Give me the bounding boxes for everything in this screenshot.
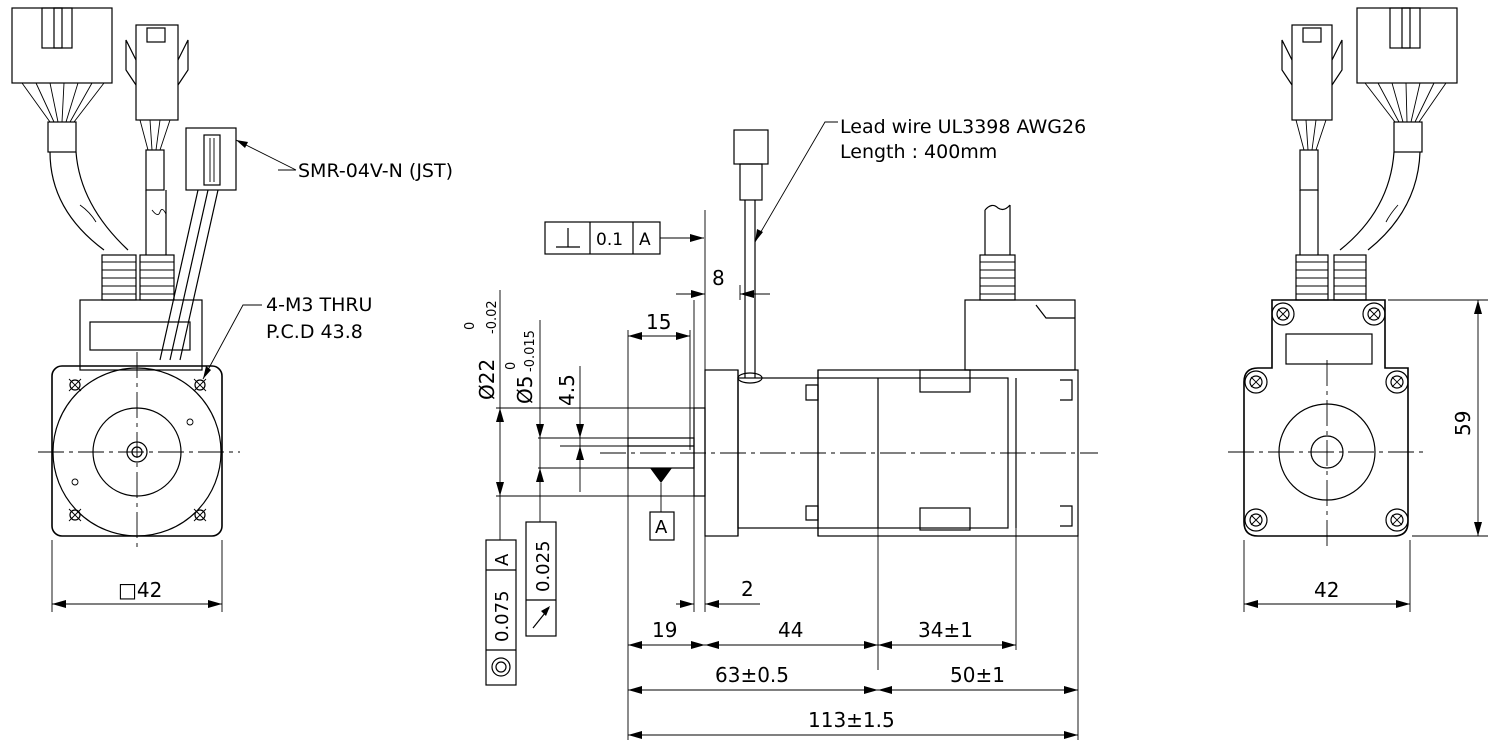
runout-value: 0.025 xyxy=(533,540,554,592)
perp-datum: A xyxy=(639,230,651,250)
mounting-holes xyxy=(68,378,207,522)
rear-height-dim: 59 xyxy=(1451,411,1475,436)
front-view: SMR-04V-N (JST) xyxy=(11,7,453,612)
shaft-small-dim: Ø5 xyxy=(513,376,537,404)
holes-note-line2: P.C.D 43.8 xyxy=(266,321,363,343)
side-view: Lead wire UL3398 AWG26 Length : 400mm 0.… xyxy=(463,116,1098,740)
flange-thickness-dim: 2 xyxy=(741,577,754,601)
runout-arrow-icon xyxy=(532,606,550,629)
shaft-length-dim: 19 xyxy=(652,618,677,642)
jst-connector: SMR-04V-N (JST) xyxy=(159,127,453,361)
flat-length-dim: 15 xyxy=(646,310,671,334)
rear-width-dim: 42 xyxy=(1314,578,1339,602)
rear-view: 42 59 xyxy=(1228,7,1488,612)
front-square-dim: □42 xyxy=(118,578,162,602)
perpendicularity-symbol-icon xyxy=(556,228,580,248)
motor-length-dim: 63±0.5 xyxy=(715,663,789,687)
rear-screws xyxy=(1244,302,1409,532)
lead-wire-note-1: Lead wire UL3398 AWG26 xyxy=(840,116,1086,138)
conc-datum: A xyxy=(492,553,513,566)
connector-note: SMR-04V-N (JST) xyxy=(298,160,453,182)
concentricity-symbol-icon xyxy=(491,657,511,677)
datum-label: A xyxy=(655,517,668,538)
concentricity-frame: A 0.075 xyxy=(485,496,517,686)
lead-offset-dim: 8 xyxy=(712,266,725,290)
shaft-small-upper-tol: 0 xyxy=(504,362,519,370)
encoder-length-dim: 34±1 xyxy=(918,618,973,642)
runout-frame: 0.025 xyxy=(525,468,557,637)
perp-value: 0.1 xyxy=(596,230,623,250)
motor-power-connector xyxy=(125,24,189,255)
shaft-small-main: Ø5 xyxy=(513,376,537,404)
flat-depth-dim: 4.5 xyxy=(555,374,579,406)
shaft-diameter-dim: Ø22 xyxy=(475,359,499,400)
shaft-small-lower-tol: -0.015 xyxy=(523,330,538,372)
overall-length-dim: 113±1.5 xyxy=(808,708,895,732)
shaft-diameter-lower-tol: -0.02 xyxy=(485,300,500,334)
conc-value: 0.075 xyxy=(492,590,513,642)
holes-note-line1: 4-M3 THRU xyxy=(266,294,372,316)
cable-boots xyxy=(101,254,175,301)
lead-wire: Lead wire UL3398 AWG26 Length : 400mm xyxy=(733,116,1086,384)
lead-wire-note-2: Length : 400mm xyxy=(840,141,997,163)
body-length-dim: 44 xyxy=(778,618,803,642)
shaft-diameter-upper-tol: 0 xyxy=(463,322,478,330)
encoder-connector xyxy=(11,7,129,251)
perpendicularity-frame: 0.1 A xyxy=(544,221,704,255)
shaft-diameter-main: Ø22 xyxy=(475,359,499,400)
rear-length-dim: 50±1 xyxy=(950,663,1005,687)
